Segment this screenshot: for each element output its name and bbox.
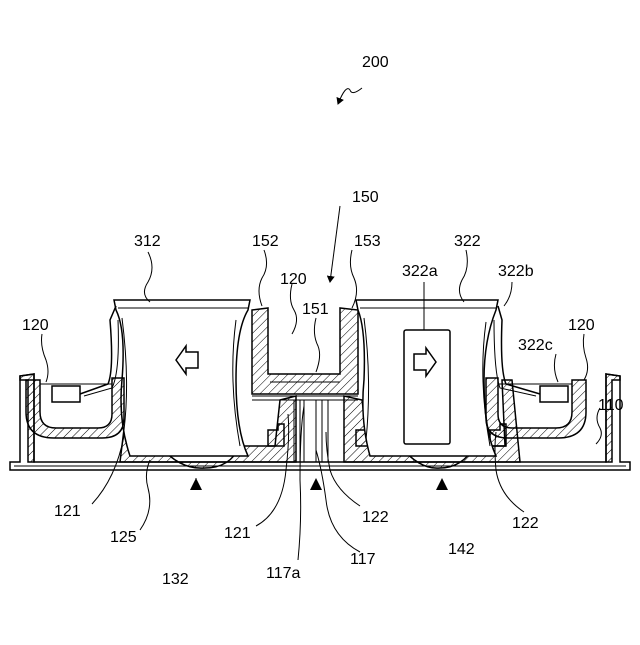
label-150: 150	[352, 189, 379, 206]
label-110: 110	[598, 397, 624, 414]
label-322c: 322c	[518, 337, 553, 354]
label-121-center: 121	[224, 525, 251, 542]
label-153: 153	[354, 233, 381, 250]
label-142: 142	[448, 541, 475, 558]
label-200: 200	[362, 54, 389, 71]
left-cup	[114, 300, 250, 456]
arrow-132-head	[190, 478, 202, 490]
right-cup	[356, 300, 498, 456]
label-322a: 322a	[402, 263, 438, 280]
label-322: 322	[454, 233, 481, 250]
center-posts	[294, 400, 328, 462]
cover-arrow	[330, 206, 340, 282]
label-120-center: 120	[280, 271, 307, 288]
label-120-left: 120	[22, 317, 49, 334]
label-322b: 322b	[498, 263, 534, 280]
label-122-right: 122	[512, 515, 539, 532]
label-122-center: 122	[362, 509, 389, 526]
arrow-117-head	[310, 478, 322, 490]
device-arrow	[338, 88, 362, 104]
label-117: 117	[350, 551, 376, 568]
center-frame	[252, 308, 358, 400]
label-132: 132	[162, 571, 189, 588]
label-151: 151	[302, 301, 329, 318]
label-121-left: 121	[54, 503, 81, 520]
arrow-142-head	[436, 478, 448, 490]
label-152: 152	[252, 233, 279, 250]
label-125: 125	[110, 529, 137, 546]
label-117a: 117a	[266, 565, 301, 582]
label-120-right: 120	[568, 317, 595, 334]
label-312: 312	[134, 233, 161, 250]
